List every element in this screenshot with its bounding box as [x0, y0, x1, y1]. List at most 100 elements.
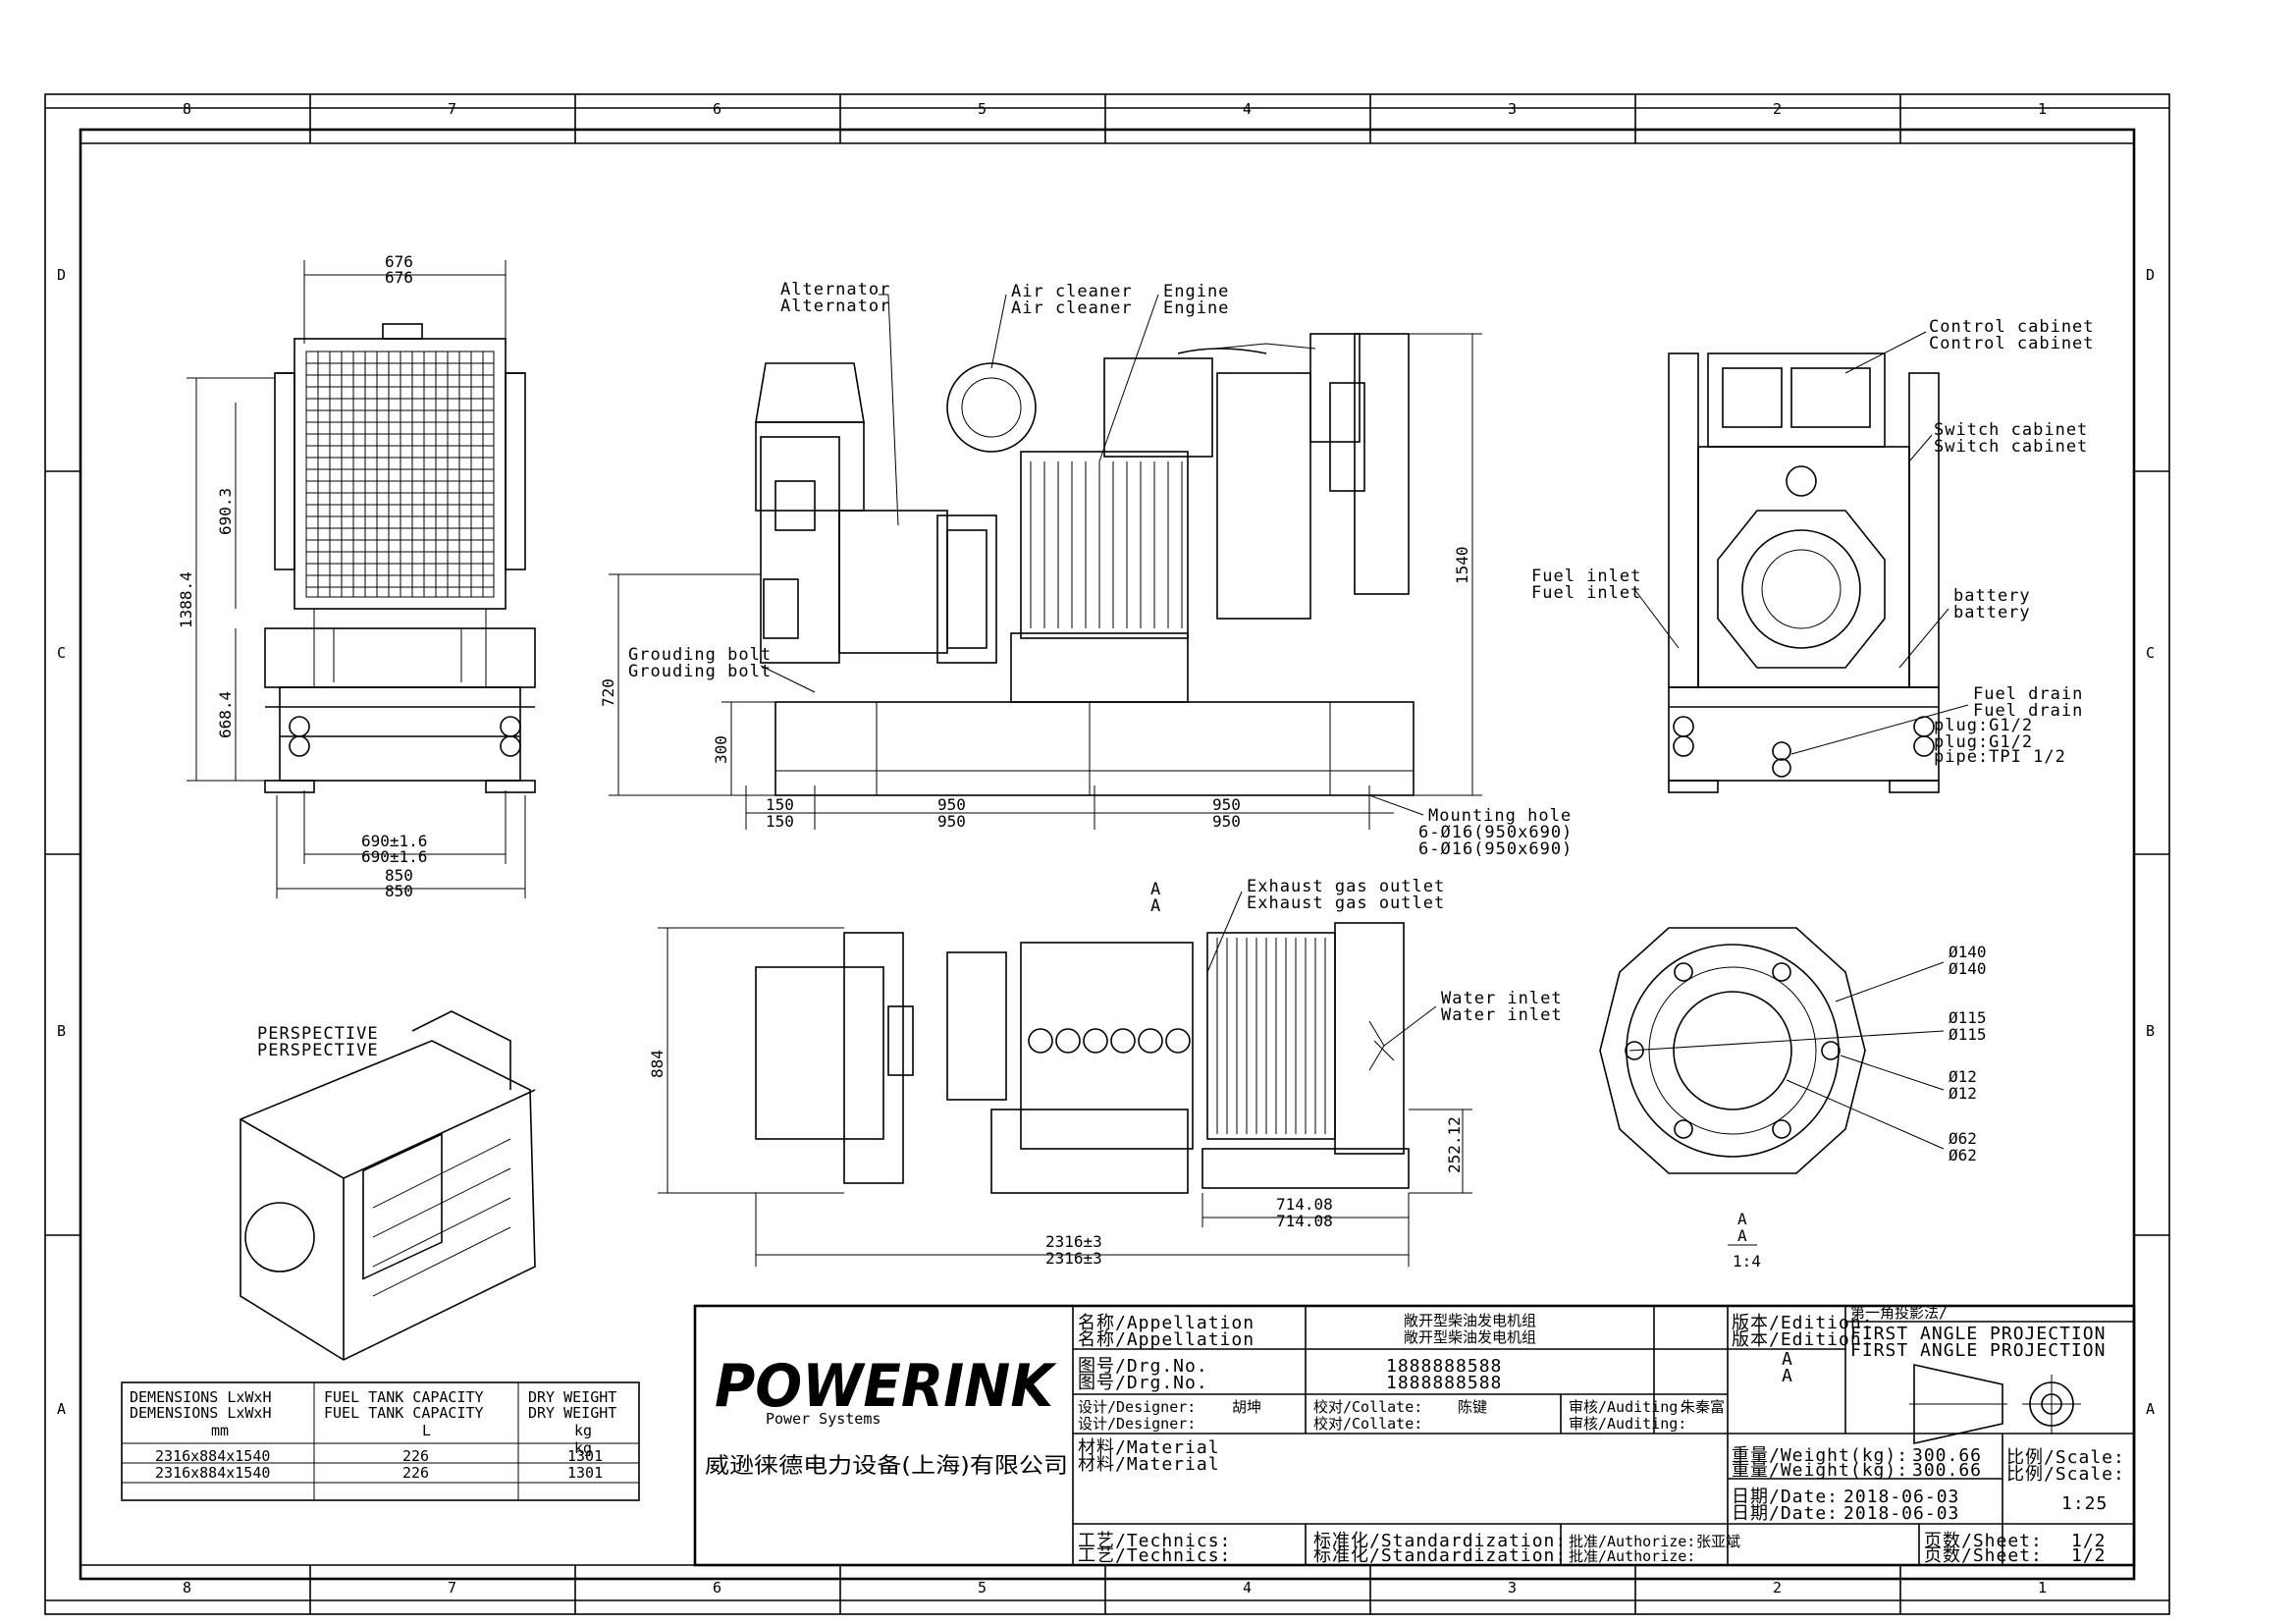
scale-label: 比例/Scale:	[2006, 1447, 2125, 1468]
front-dim-overall-width: 850	[385, 866, 413, 885]
material-label: 材料/Material	[1078, 1437, 1220, 1458]
side-dim-950-b: 950	[1212, 795, 1241, 814]
top-dim-2316-dup: 2316±3	[1045, 1249, 1102, 1268]
label-battery-dup: battery	[1953, 603, 2031, 623]
label-exhaust-gas-outlet: Exhaust gas outlet	[1247, 877, 1445, 896]
standardization-label-dup: 标准化/Standardization:	[1313, 1545, 1567, 1566]
zone-col-8-bottom: 8	[183, 1579, 191, 1597]
label-control-cabinet-dup: Control cabinet	[1929, 334, 2095, 353]
label-alternator-dup: Alternator	[780, 297, 890, 316]
first-angle-projection-symbol	[1909, 1364, 2081, 1444]
top-view: A A Exhaust gas outlet Exhaust gas outle…	[648, 877, 1563, 1268]
date-value-dup: 2018-06-03	[1843, 1503, 1959, 1524]
detail-dim-12-dup: Ø12	[1949, 1084, 1977, 1103]
label-alternator: Alternator	[780, 280, 890, 299]
spec-value-dry-weight-dup: 1301	[567, 1464, 603, 1482]
label-perspective: PERSPECTIVE	[257, 1024, 379, 1044]
spec-value-dimensions-dup: 2316x884x1540	[155, 1464, 270, 1482]
authorize-label-dup: 批准/Authorize:	[1569, 1547, 1695, 1565]
detail-view-a: Ø140 Ø140 Ø115 Ø115 Ø12 Ø12 Ø62 Ø62 A A …	[1599, 927, 1987, 1271]
label-pipe: pipe:TPI 1/2	[1934, 747, 2066, 767]
spec-value-dimensions: 2316x884x1540	[155, 1447, 270, 1465]
front-dim-bottom-width-dup: 690±1.6	[361, 847, 427, 866]
detail-dim-140-dup: Ø140	[1949, 959, 1987, 978]
zone-column-labels-top: 8 7 6 5 4 3 2 1	[183, 100, 2047, 118]
date-label: 日期/Date:	[1732, 1487, 1839, 1507]
technics-label: 工艺/Technics:	[1078, 1531, 1231, 1551]
side-dim-950-a-dup: 950	[937, 812, 966, 831]
appellation-label: 名称/Appellation	[1078, 1313, 1255, 1333]
zone-row-B-right: B	[2146, 1022, 2155, 1040]
detail-section-label: A	[1737, 1210, 1747, 1228]
collate-label-dup: 校对/Collate:	[1313, 1415, 1422, 1433]
spec-header-fuel-tank: FUEL TANK CAPACITY	[324, 1388, 484, 1406]
edition-label-dup: 版本/Edition:	[1732, 1329, 1874, 1350]
side-view: Alternator Alternator Air cleaner Air cl…	[599, 280, 1573, 859]
front-dim-top-width: 676	[385, 252, 413, 271]
zone-col-3: 3	[1508, 100, 1517, 118]
detail-dim-115-dup: Ø115	[1949, 1025, 1987, 1044]
zone-col-7: 7	[448, 100, 456, 118]
edition-value-dup: A	[1782, 1366, 1793, 1386]
spec-unit-kg: kg	[574, 1422, 592, 1439]
label-switch-cabinet-dup: Switch cabinet	[1934, 437, 2088, 457]
label-exhaust-gas-outlet-dup: Exhaust gas outlet	[1247, 893, 1445, 913]
detail-scale: 1:4	[1733, 1252, 1761, 1271]
label-air-cleaner: Air cleaner	[1011, 282, 1133, 301]
label-grounding-bolt-dup: Grouding bolt	[628, 662, 772, 681]
date-value: 2018-06-03	[1843, 1487, 1959, 1507]
spec-value-fuel-tank-dup: 226	[402, 1464, 429, 1482]
scale-label-dup: 比例/Scale:	[2006, 1464, 2125, 1485]
top-dim-714-dup: 714.08	[1276, 1212, 1333, 1230]
top-dim-252: 252.12	[1445, 1116, 1464, 1173]
detail-dim-12: Ø12	[1949, 1067, 1977, 1086]
logo-subtitle: Power Systems	[766, 1410, 881, 1428]
spec-header-fuel-tank-dup: FUEL TANK CAPACITY	[324, 1404, 484, 1422]
label-mounting-hole-spec: 6-Ø16(950x690)	[1418, 823, 1573, 842]
label-mounting-hole-spec-dup: 6-Ø16(950x690)	[1418, 839, 1573, 859]
sheet-label: 页数/Sheet:	[1924, 1531, 2043, 1551]
appellation-label-dup: 名称/Appellation	[1078, 1329, 1255, 1350]
detail-dim-62-dup: Ø62	[1949, 1146, 1977, 1164]
perspective-view: PERSPECTIVE PERSPECTIVE	[240, 1010, 536, 1361]
label-section-a-dup: A	[1150, 896, 1161, 916]
company-name: 威逊徕德电力设备(上海)有限公司	[705, 1454, 1068, 1479]
zone-col-1: 1	[2038, 100, 2047, 118]
zone-col-6-bottom: 6	[713, 1579, 721, 1597]
designer-label: 设计/Designer:	[1078, 1398, 1196, 1416]
spec-value-dry-weight: 1301	[567, 1447, 603, 1465]
side-dim-1540: 1540	[1453, 546, 1471, 584]
side-dim-300: 300	[712, 735, 730, 764]
authorize-value: 张亚斌	[1696, 1533, 1740, 1550]
rear-view: Control cabinet Control cabinet Switch c…	[1531, 317, 2095, 793]
auditing-value: 朱秦富	[1681, 1398, 1725, 1416]
label-switch-cabinet: Switch cabinet	[1934, 420, 2088, 440]
weight-label: 重量/Weight(kg):	[1732, 1445, 1908, 1466]
zone-col-2-bottom: 2	[1773, 1579, 1782, 1597]
label-plug-dup: plug:G1/2	[1934, 732, 2033, 752]
front-dim-height-total: 1388.4	[177, 571, 195, 628]
label-mounting-hole: Mounting hole	[1428, 806, 1572, 826]
front-dim-top-width-dup: 676	[385, 268, 413, 287]
authorize-label: 批准/Authorize:	[1569, 1533, 1695, 1550]
label-fuel-drain: Fuel drain	[1973, 684, 2083, 704]
drg-label: 图号/Drg.No.	[1078, 1356, 1208, 1377]
side-dim-150-dup: 150	[766, 812, 794, 831]
sheet-value: 1/2	[2071, 1531, 2107, 1551]
projection-cn: 第一角投影法/	[1850, 1304, 1948, 1322]
weight-value-dup: 300.66	[1912, 1460, 1982, 1481]
zone-col-1-bottom: 1	[2038, 1579, 2047, 1597]
zone-col-7-bottom: 7	[448, 1579, 456, 1597]
spec-header-dry-weight: DRY WEIGHT	[528, 1388, 616, 1406]
front-dim-bottom-width: 690±1.6	[361, 832, 427, 850]
zone-col-3-bottom: 3	[1508, 1579, 1517, 1597]
label-water-inlet-dup: Water inlet	[1441, 1005, 1563, 1025]
detail-section-label-dup: A	[1737, 1226, 1747, 1245]
front-dim-height-upper: 690.3	[216, 488, 235, 535]
label-water-inlet: Water inlet	[1441, 989, 1563, 1008]
front-view: 676 676 690±1.6 690±1.6 850 850 1388.4 6…	[177, 252, 536, 900]
top-dim-714: 714.08	[1276, 1195, 1333, 1214]
title-block: POWERINK Power Systems 威逊徕德电力设备(上海)有限公司 …	[693, 1304, 2136, 1567]
technics-label-dup: 工艺/Technics:	[1078, 1545, 1231, 1566]
detail-dim-140: Ø140	[1949, 943, 1987, 961]
